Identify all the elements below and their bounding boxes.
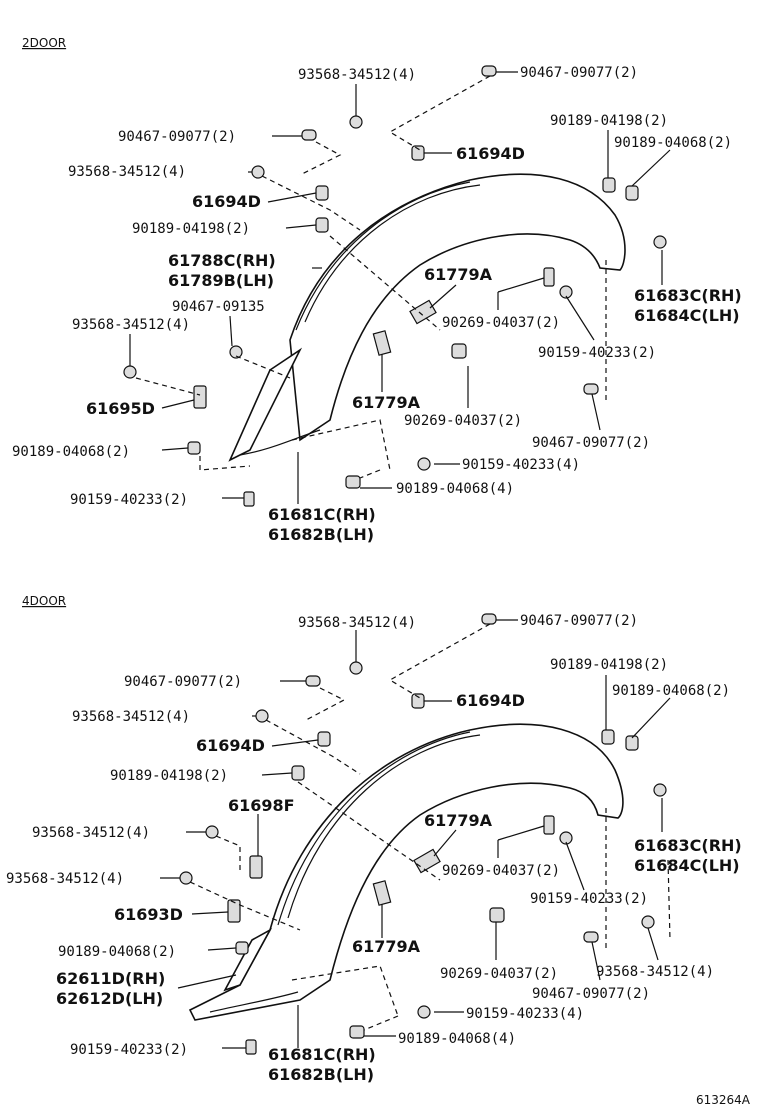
label-90189-04068: 90189-04068(4) [398,1031,516,1047]
labels-2door: 93568-34512(4) 90467-09077(2) 90467-0907… [12,65,742,544]
label-90159-40233: 90159-40233(4) [466,1006,584,1022]
label-61698f: 61698F [228,796,295,815]
label-90467-09077: 90467-09077(2) [520,613,638,629]
label-61693d: 61693D [114,905,183,924]
label-90467-09077: 90467-09077(2) [532,986,650,1002]
label-61683c-rh: 61683C(RH) [634,836,742,855]
fasteners-2door [123,65,667,507]
label-90467-09077: 90467-09077(2) [520,65,638,81]
label-93568-34512: 93568-34512(4) [298,615,416,631]
dashed-guides-2door [135,75,607,479]
label-90189-04068: 90189-04068(4) [396,481,514,497]
leaders-4door [160,619,671,1049]
label-90189-04068: 90189-04068(2) [12,444,130,460]
label-90467-09077: 90467-09077(2) [532,435,650,451]
label-93568-34512: 93568-34512(4) [6,871,124,887]
label-93568-34512: 93568-34512(4) [68,164,186,180]
fasteners-4door [179,613,667,1055]
label-61694d: 61694D [456,144,525,163]
fender-flare-2door [228,173,626,462]
figure-code: 613264A [696,1093,751,1107]
label-61682b-lh: 61682B(LH) [268,1065,374,1084]
label-61779a: 61779A [352,937,421,956]
label-61684c-lh: 61684C(LH) [634,306,740,325]
label-90269-04037: 90269-04037(2) [404,413,522,429]
label-90189-04068: 90189-04068(2) [614,135,732,151]
label-61779a: 61779A [352,393,421,412]
label-61683c-rh: 61683C(RH) [634,286,742,305]
label-61684c-lh: 61684C(LH) [634,856,740,875]
section-title-2door: 2DOOR [22,36,66,50]
label-90189-04068: 90189-04068(2) [612,683,730,699]
label-61682b-lh: 61682B(LH) [268,525,374,544]
label-90467-09135: 90467-09135 [172,299,265,315]
label-93568-34512: 93568-34512(4) [72,317,190,333]
label-61779a: 61779A [424,265,493,284]
label-90189-04198: 90189-04198(2) [132,221,250,237]
fender-flare-4door [188,723,624,1021]
label-90269-04037: 90269-04037(2) [442,863,560,879]
label-90159-40233: 90159-40233(2) [538,345,656,361]
labels-4door: 93568-34512(4) 90467-09077(2) 90189-0419… [6,613,742,1084]
label-90467-09077: 90467-09077(2) [124,674,242,690]
label-93568-34512: 93568-34512(4) [298,67,416,83]
label-90159-40233: 90159-40233(2) [70,1042,188,1058]
label-90159-40233: 90159-40233(4) [462,457,580,473]
section-title-4door: 4DOOR [22,594,66,608]
label-90189-04198: 90189-04198(2) [550,113,668,129]
label-61789b-lh: 61789B(LH) [168,271,274,290]
label-61681c-rh: 61681C(RH) [268,1045,376,1064]
label-90159-40233: 90159-40233(2) [530,891,648,907]
label-90189-04068: 90189-04068(2) [58,944,176,960]
label-90189-04198: 90189-04198(2) [110,768,228,784]
label-90159-40233: 90159-40233(2) [70,492,188,508]
label-61694d: 61694D [196,736,265,755]
dashed-guides-4door [189,623,671,1031]
label-61788c-rh: 61788C(RH) [168,251,276,270]
leaders-2door [129,71,671,504]
label-90269-04037: 90269-04037(2) [442,315,560,331]
label-61681c-rh: 61681C(RH) [268,505,376,524]
label-61695d: 61695D [86,399,155,418]
label-90467-09077: 90467-09077(2) [118,129,236,145]
label-93568-34512: 93568-34512(4) [72,709,190,725]
label-61694d: 61694D [456,691,525,710]
label-93568-34512: 93568-34512(4) [596,964,714,980]
label-62611d-rh: 62611D(RH) [56,969,165,988]
label-90189-04198: 90189-04198(2) [550,657,668,673]
label-61779a: 61779A [424,811,493,830]
label-62612d-lh: 62612D(LH) [56,989,163,1008]
label-61694d: 61694D [192,192,261,211]
label-93568-34512: 93568-34512(4) [32,825,150,841]
label-90269-04037: 90269-04037(2) [440,966,558,982]
